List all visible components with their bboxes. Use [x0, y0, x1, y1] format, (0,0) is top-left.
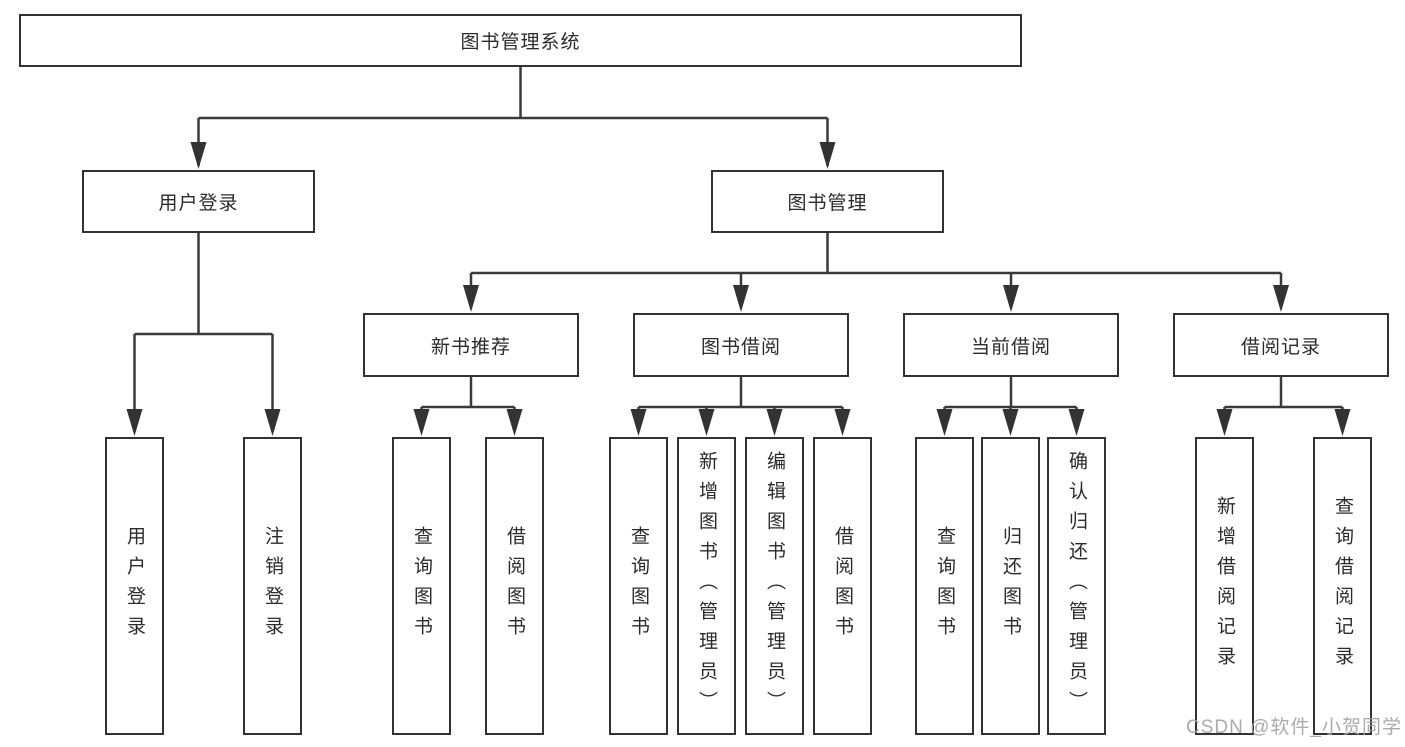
leaf-edit-book-admin: 编辑图书（管理员）: [745, 437, 804, 735]
arrowhead: [766, 409, 783, 436]
node-book-borrow-label: 图书借阅: [700, 336, 781, 358]
arrowhead: [1068, 409, 1085, 436]
arrowhead: [819, 142, 836, 169]
node-book-borrow: 图书借阅: [633, 313, 849, 377]
arrowhead: [936, 409, 953, 436]
edge-line: [637, 377, 844, 431]
arrowhead: [126, 409, 143, 436]
arrowhead: [190, 142, 207, 169]
leaf-recommend-query-book-label: 查询图书: [411, 526, 432, 646]
node-root-label: 图书管理系统: [460, 32, 581, 53]
node-new-book-recommend: 新书推荐: [363, 313, 579, 377]
arrowhead: [1334, 409, 1351, 436]
arrowhead: [1216, 409, 1233, 436]
arrowhead: [698, 409, 715, 436]
edge-current-borrow-children: [936, 377, 1085, 436]
arrowhead: [1002, 409, 1019, 436]
edge-line: [197, 67, 829, 166]
leaf-borrow-book: 借阅图书: [813, 437, 872, 735]
leaf-add-borrow-record-label: 新增借阅记录: [1214, 496, 1235, 676]
leaf-query-borrow-record-label: 查询借阅记录: [1332, 496, 1353, 676]
node-book-management: 图书管理: [711, 170, 944, 233]
leaf-return-book-label: 归还图书: [1000, 526, 1021, 646]
edge-root-to-level2: [190, 67, 836, 169]
arrowhead: [506, 409, 523, 436]
node-borrow-record-label: 借阅记录: [1240, 336, 1321, 358]
node-current-borrow-label: 当前借阅: [970, 336, 1051, 358]
node-user-login: 用户登录: [82, 170, 315, 233]
arrowhead: [1003, 285, 1019, 312]
leaf-edit-book-admin-label: 编辑图书（管理员）: [764, 451, 785, 721]
leaf-query-borrow-record: 查询借阅记录: [1313, 437, 1372, 735]
leaf-recommend-borrow-book-label: 借阅图书: [504, 526, 525, 646]
leaf-user-login-label: 用户登录: [124, 526, 145, 646]
leaf-borrow-query-book-label: 查询图书: [628, 526, 649, 646]
leaf-recommend-borrow-book: 借阅图书: [485, 437, 544, 735]
edge-line: [133, 233, 274, 432]
arrowhead: [630, 409, 647, 436]
edge-user-login-children: [126, 233, 281, 436]
leaf-logout: 注销登录: [243, 437, 302, 735]
arrowhead: [733, 285, 749, 312]
leaf-borrow-book-label: 借阅图书: [832, 526, 853, 646]
leaf-add-book-admin: 新增图书（管理员）: [677, 437, 736, 735]
node-root: 图书管理系统: [19, 14, 1022, 67]
edge-line: [1223, 377, 1344, 431]
edge-borrow-record-children: [1216, 377, 1351, 436]
node-borrow-record: 借阅记录: [1173, 313, 1389, 377]
arrowhead: [264, 409, 281, 436]
edge-book-borrow-children: [630, 377, 851, 436]
leaf-confirm-return-admin: 确认归还（管理员）: [1047, 437, 1106, 735]
leaf-return-book: 归还图书: [981, 437, 1040, 735]
arrowhead: [463, 285, 479, 312]
leaf-add-borrow-record: 新增借阅记录: [1195, 437, 1254, 735]
leaf-borrow-query-book: 查询图书: [609, 437, 668, 735]
leaf-current-query-book-label: 查询图书: [934, 526, 955, 646]
leaf-logout-label: 注销登录: [262, 526, 283, 646]
arrowhead: [1273, 285, 1289, 312]
leaf-recommend-query-book: 查询图书: [392, 437, 451, 735]
leaf-confirm-return-admin-label: 确认归还（管理员）: [1066, 451, 1087, 721]
node-current-borrow: 当前借阅: [903, 313, 1119, 377]
node-book-management-label: 图书管理: [787, 193, 868, 214]
edge-new-book-recommend-children: [413, 377, 523, 436]
node-user-login-label: 用户登录: [158, 193, 239, 214]
arrowhead: [413, 409, 430, 436]
leaf-current-query-book: 查询图书: [915, 437, 974, 735]
edge-book-management-children: [463, 233, 1289, 312]
edge-line: [469, 233, 1283, 308]
arrowhead: [834, 409, 851, 436]
leaf-user-login: 用户登录: [105, 437, 164, 735]
edge-line: [420, 377, 516, 431]
leaf-add-book-admin-label: 新增图书（管理员）: [696, 451, 717, 721]
watermark: CSDN @软件_小贺同学: [1186, 717, 1402, 738]
node-new-book-recommend-label: 新书推荐: [430, 336, 511, 358]
